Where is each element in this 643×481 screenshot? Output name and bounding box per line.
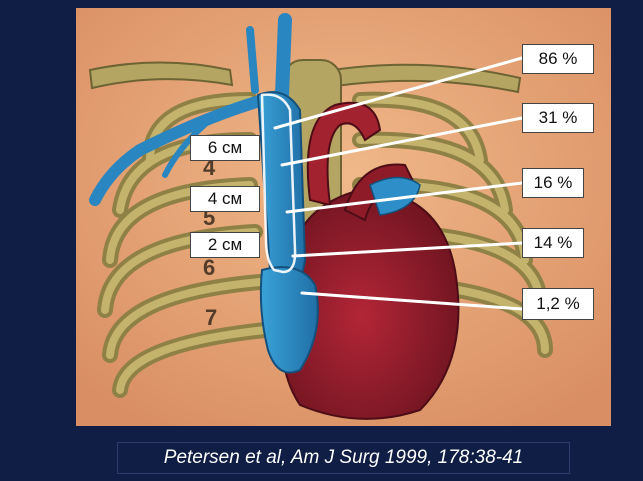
rib-number-7: 7 (205, 305, 217, 331)
label-1-2-percent: 1,2 % (522, 288, 594, 320)
label-6cm: 6 см (190, 135, 260, 161)
label-31-percent: 31 % (522, 103, 594, 133)
label-4cm: 4 см (190, 186, 260, 212)
label-14-percent: 14 % (522, 228, 584, 258)
label-86-percent: 86 % (522, 44, 594, 74)
rib-number-6: 6 (203, 255, 215, 281)
citation-box: Petersen et al, Am J Surg 1999, 178:38-4… (117, 442, 570, 474)
citation-text: Petersen et al, Am J Surg 1999, 178:38-4… (164, 447, 523, 469)
label-2cm: 2 см (190, 232, 260, 258)
label-16-percent: 16 % (522, 168, 584, 198)
